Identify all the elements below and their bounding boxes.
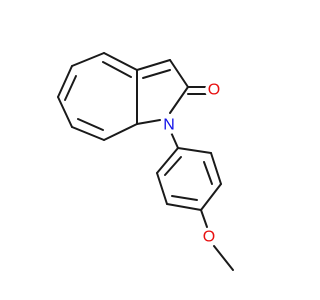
bond-ar2-ar3 [210, 152, 222, 185]
bond-c3a-c3 [136, 59, 171, 71]
atom-label-carbonyl-oxygen: O [205, 81, 223, 99]
bond-c7-c8 [71, 126, 105, 141]
bond-ar6-ar1 [156, 147, 179, 174]
bond-ar1-ar2 [177, 147, 212, 154]
bond-ar4-o [200, 209, 208, 228]
bond-ar2-ar3-inner [203, 161, 213, 185]
carbonyl-oxygen-atom-label: O [208, 82, 220, 99]
molecule-structure-diagram: N O O [57, 52, 234, 271]
bond-ar6-ar1-inner [164, 156, 182, 176]
bond-c3a-c4 [103, 52, 138, 71]
bond-c7-c8-inner [77, 118, 104, 131]
atom-label-nitrogen: N [160, 116, 178, 134]
bond-ar5-ar6 [156, 172, 168, 205]
bond-c5-c6 [57, 65, 73, 98]
bond-c5-c6-inner [64, 75, 77, 101]
bond-c3-c2 [169, 59, 189, 88]
atom-label-ether-oxygen: O [200, 228, 218, 246]
bond-ar4-ar5 [166, 203, 202, 211]
bond-ar4-ar5-inner [171, 195, 198, 201]
bond-c8-c8a [103, 123, 138, 141]
bond-c6-c7 [57, 96, 73, 128]
bond-ar3-ar4 [200, 183, 222, 211]
bond-c4-c5 [71, 52, 105, 67]
five-membered-ring [136, 59, 189, 125]
bond-c3a-c4-inner [102, 61, 132, 78]
nitrogen-atom-label: N [163, 117, 175, 134]
ether-oxygen-atom-label: O [203, 229, 215, 246]
seven-membered-ring [57, 52, 138, 141]
bond-c3a-c3-inner [142, 69, 171, 79]
bond-n1-c8a [136, 119, 161, 125]
bond-c2-n1 [169, 86, 189, 114]
benzene-ring [156, 147, 222, 211]
carbonyl-group [187, 86, 207, 95]
bond-o-ch3 [213, 245, 234, 271]
methoxy-group [200, 209, 234, 271]
